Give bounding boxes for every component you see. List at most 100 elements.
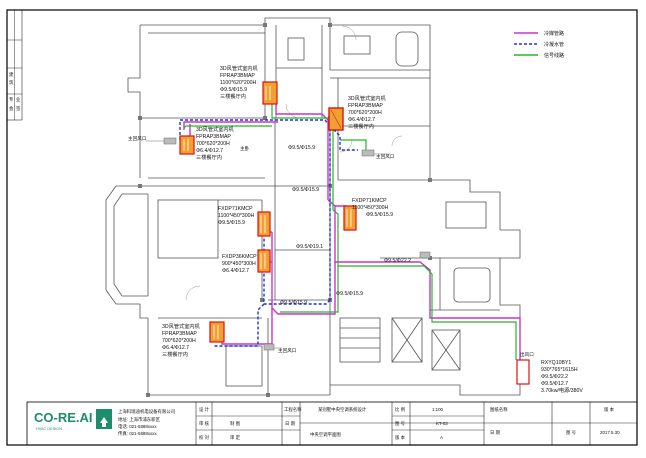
tb-r1c1: 设 计 <box>199 406 210 413</box>
pipe-label-3: Φ9.5/Φ19.1 <box>296 244 323 250</box>
tb-no-label: 图 号 <box>395 421 406 427</box>
unit3-size: 700*620*200H <box>348 110 382 116</box>
callout-1: 主回风口 <box>128 135 147 142</box>
door-swings <box>185 25 403 301</box>
company-contact-1: 地址: 上海市浦东新区 <box>118 416 161 423</box>
tb-drawing: 中央空调平面图 <box>310 431 341 438</box>
room-tags: 主卧 <box>240 145 250 152</box>
outdoor-model: RXYQ10BY1 <box>541 360 571 366</box>
strip-text-2: 筑 <box>9 79 14 86</box>
strip-text-1: 建 <box>9 71 14 78</box>
callout-4: 出风口 <box>520 351 534 358</box>
callouts: 主回风口 主回风口 主回风口 出风口 <box>128 135 534 358</box>
room-tag-1: 主卧 <box>240 145 250 152</box>
unit2-note: 三楼餐厅内 <box>196 153 222 161</box>
tb-sheet-label: 版 本 <box>395 434 406 441</box>
legend-label-signal: 信号线路 <box>544 52 564 59</box>
outdoor-power: 3.70kw/电源/380V <box>541 386 583 394</box>
unit5-size: 1100*450*300H <box>352 205 389 211</box>
tb-scale: 1:100 <box>432 407 444 412</box>
pipe-label-5: Φ9.5/Φ15.9 <box>336 291 363 297</box>
left-strip: 建 筑 专 业 会 签 <box>7 10 23 121</box>
tb-sheet: A <box>440 435 443 440</box>
tb-r1c2: 制 图 <box>230 420 241 427</box>
unit6-size: 900*450*300H <box>222 261 256 267</box>
unit-labels: 3D风管式室内机 FPRAP3BMAP 1100*620*200H Φ9.5/Φ… <box>162 64 583 394</box>
indoor-unit-1[interactable] <box>262 81 278 105</box>
tb-version: 版 本 <box>604 406 615 413</box>
unit7-pipe: Φ6.4/Φ12.7 <box>162 345 189 351</box>
unit4-model: FXDP71KMCP <box>218 206 253 212</box>
tb-r3c2: 日 期 <box>285 421 296 427</box>
unit2-pipe: Φ6.4/Φ12.7 <box>196 148 223 154</box>
outdoor-pipe2: Φ9.5/Φ12.7 <box>541 381 568 387</box>
tb-drawing-label: 图纸名称 <box>490 406 508 413</box>
outdoor-unit[interactable] <box>516 359 530 385</box>
indoor-units <box>179 81 530 385</box>
unit2-size: 700*620*200H <box>196 141 230 147</box>
unit7-name: 3D风管式室内机 <box>162 322 201 330</box>
unit2-model: FPRAP3BMAP <box>196 134 231 140</box>
unit1-pipe: Φ9.5/Φ15.9 <box>220 87 247 93</box>
tb-date-label: 日 期 <box>490 430 501 436</box>
pipe-label-6: Φ9.5/Φ15.9 <box>280 300 307 306</box>
unit1-model: FPRAP3BMAP <box>220 73 255 79</box>
company-logo-sub: HVAC DESIGN <box>36 427 62 431</box>
unit3-name: 3D风管式室内机 <box>348 94 387 102</box>
tb-project: 某别墅中央空调系统设计 <box>318 406 367 413</box>
company-logo-word: CO-RE.AI <box>34 410 93 425</box>
refrigerant-pipes <box>183 104 521 360</box>
tb-scale-label: 比 例 <box>395 406 406 413</box>
strip-text-3: 专 <box>9 96 14 103</box>
pipe-size-labels: Φ9.5/Φ15.9 Φ9.5/Φ15.9 Φ9.5/Φ19.1 Φ9.5/Φ2… <box>280 145 411 306</box>
unit3-pipe: Φ6.4/Φ12.7 <box>348 117 375 123</box>
company-contact-3: 传真: 021-5888xxxx <box>118 430 157 437</box>
company-contact-2: 电话: 021-5888xxxx <box>118 423 157 430</box>
tb-r3c1: 校 对 <box>199 434 210 441</box>
unit1-name: 3D风管式室内机 <box>220 64 259 72</box>
unit4-pipe: Φ9.5/Φ15.9 <box>218 220 245 226</box>
tb-r2c2: 审 定 <box>230 434 241 441</box>
outdoor-pipe1: Φ9.5/Φ22.2 <box>541 374 568 380</box>
callout-3: 主回风口 <box>278 347 297 354</box>
unit4-size: 1100*450*300H <box>218 213 255 219</box>
legend-label-refrigerant: 冷媒管路 <box>544 30 564 37</box>
indoor-unit-4[interactable] <box>257 211 271 237</box>
outdoor-size: 930*765*1615H <box>541 367 578 373</box>
title-block: CO-RE.AI HVAC DESIGN 上海科瑞迪机电设备有限公司 地址: 上… <box>26 401 638 446</box>
company-name-cn: 上海科瑞迪机电设备有限公司 <box>118 408 175 415</box>
unit5-model: FXDP71KMCP <box>352 198 387 204</box>
tb-date-mid: 图 号 <box>566 430 577 436</box>
unit1-note: 三楼餐厅内 <box>220 92 246 100</box>
company-logo: CO-RE.AI HVAC DESIGN <box>34 409 112 431</box>
indoor-unit-5[interactable] <box>343 205 357 231</box>
unit6-pipe: Φ6.4/Φ12.7 <box>222 268 249 274</box>
signal-lines <box>183 102 517 360</box>
strip-text-4: 业 <box>16 96 21 102</box>
unit7-size: 700*620*200H <box>162 338 196 344</box>
legend: 冷媒管路 冷凝水管 信号线路 <box>514 30 564 59</box>
unit3-model: FPRAP3BMAP <box>348 103 383 109</box>
unit7-note: 三楼餐厅内 <box>162 350 188 358</box>
unit3-note: 三楼餐厅内 <box>348 122 374 130</box>
tb-r2c1: 审 核 <box>199 420 210 427</box>
legend-label-condensate: 冷凝水管 <box>544 41 564 48</box>
strip-text-5: 会 <box>9 105 14 112</box>
indoor-unit-7[interactable] <box>209 321 225 343</box>
strip-text-6: 签 <box>16 105 21 111</box>
unit1-size: 1100*620*200H <box>220 80 257 86</box>
tb-date: 2017.5.30 <box>600 430 620 435</box>
unit7-model: FPRAP3BMAP <box>162 331 197 337</box>
pipe-label-2: Φ9.5/Φ15.9 <box>292 187 319 193</box>
indoor-unit-6[interactable] <box>257 249 271 273</box>
indoor-unit-2[interactable] <box>179 135 195 155</box>
tb-project-label: 工程名称 <box>284 406 302 413</box>
unit5-pipe: Φ9.5/Φ15.9 <box>366 212 393 218</box>
pipe-label-4: Φ9.5/Φ22.2 <box>384 258 411 264</box>
unit6-model: FXDP36KMCP <box>222 254 257 260</box>
pipe-label-1: Φ9.5/Φ15.9 <box>288 145 315 151</box>
indoor-unit-3[interactable] <box>328 107 344 131</box>
tb-no: KT-03 <box>436 421 448 426</box>
unit2-name: 3D风管式室内机 <box>196 125 235 133</box>
